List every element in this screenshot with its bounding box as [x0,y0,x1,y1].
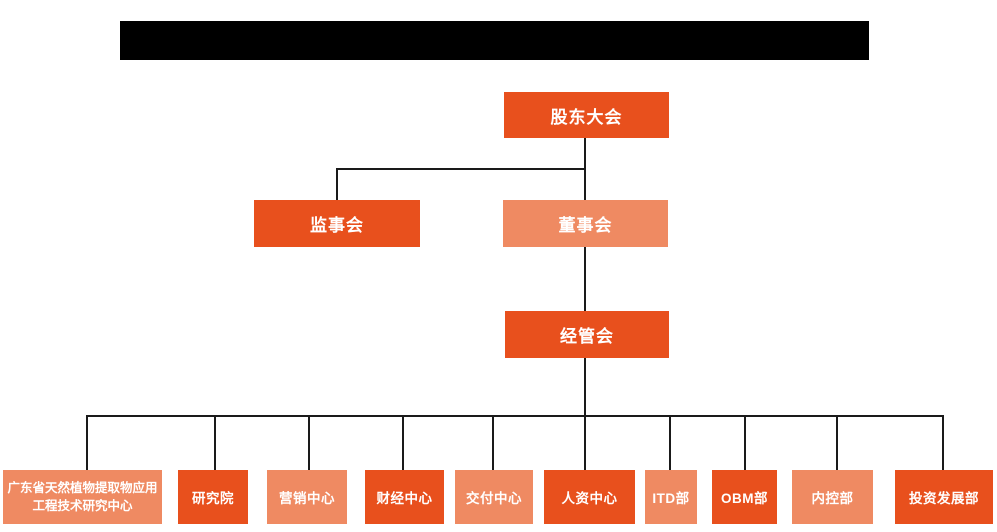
org-node-label: 广东省天然植物提取物应用工程技术研究中心 [7,480,158,513]
org-node-label: 经管会 [560,327,614,346]
connector-drop-dept-4 [402,415,404,470]
connector-drop-dept-10 [942,415,944,470]
org-node-dept-marketing-center: 营销中心 [267,470,347,524]
org-node-label: 人资中心 [561,491,618,506]
org-node-label: 财经中心 [376,491,433,506]
org-node-label: 董事会 [558,216,613,235]
org-node-label: 监事会 [310,216,364,235]
org-node-label: OBM部 [721,491,768,506]
org-node-dept-delivery-center: 交付中心 [455,470,533,524]
org-node-dept-obm: OBM部 [712,470,777,524]
org-node-shareholders-meeting: 股东大会 [504,92,669,138]
org-node-label: 交付中心 [466,491,522,506]
org-node-label: 营销中心 [279,491,335,506]
org-node-label: 内控部 [811,491,854,506]
org-node-label: 股东大会 [550,107,623,127]
org-node-label: ITD部 [652,491,690,506]
connector-board-to-management [584,247,586,311]
connector-drop-dept-3 [308,415,310,470]
org-node-dept-hr-center: 人资中心 [544,470,635,524]
org-node-dept-itd: ITD部 [645,470,697,524]
connector-drop-dept-7 [669,415,671,470]
connector-drop-dept-6 [584,415,586,470]
connector-drop-dept-1 [86,415,88,470]
org-node-label: 投资发展部 [909,491,979,506]
org-node-dept-internal-control: 内控部 [792,470,873,524]
org-node-label: 研究院 [192,491,234,506]
connector-management-to-rail [584,358,586,416]
redacted-title-bar [120,21,869,60]
org-node-dept-research-institute: 研究院 [178,470,248,524]
connector-drop-supervisory [336,168,338,200]
org-node-dept-research-center: 广东省天然植物提取物应用工程技术研究中心 [3,470,162,524]
connector-drop-dept-8 [744,415,746,470]
org-node-management-committee: 经管会 [505,311,669,358]
org-node-dept-finance-center: 财经中心 [365,470,444,524]
connector-drop-dept-5 [492,415,494,470]
connector-drop-dept-2 [214,415,216,470]
connector-drop-dept-9 [836,415,838,470]
org-node-dept-investment-development: 投资发展部 [895,470,993,524]
org-node-board-of-directors: 董事会 [503,200,668,247]
connector-department-rail [86,415,944,417]
org-node-supervisory-board: 监事会 [254,200,420,247]
connector-branch-supervisory [336,168,586,170]
